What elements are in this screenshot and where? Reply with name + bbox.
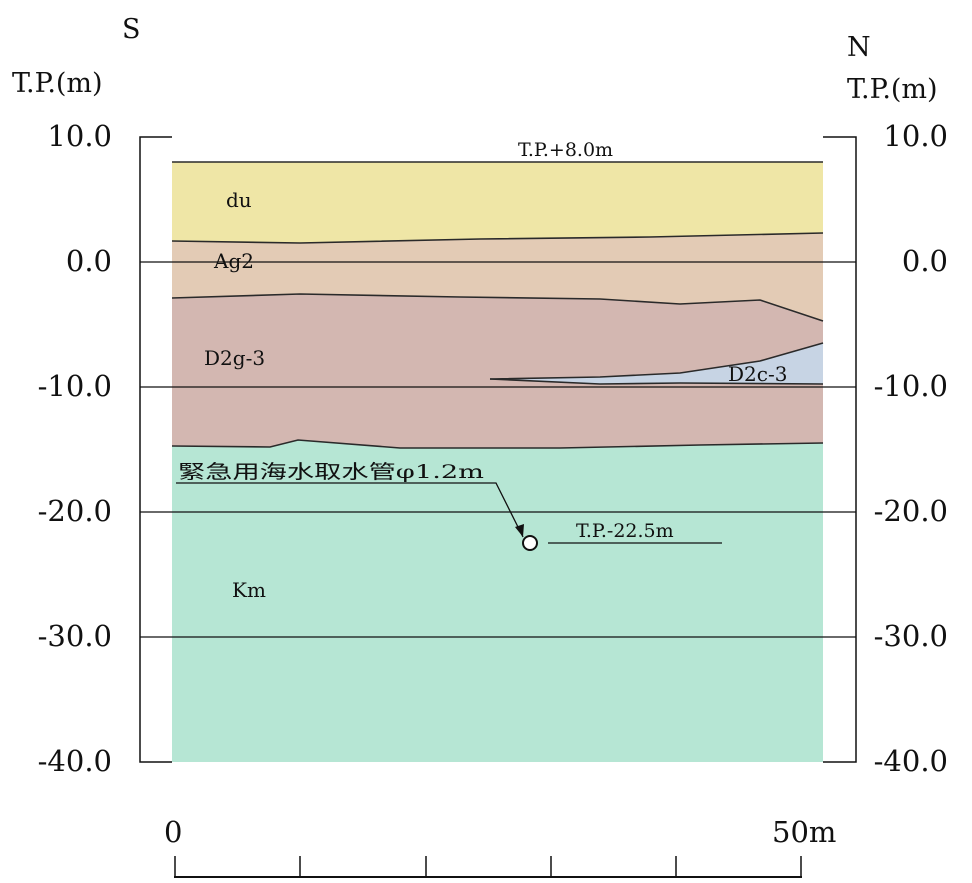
left-unit-label: T.P.(m) [12, 68, 103, 99]
pipe-elevation-label: T.P.-22.5m [576, 520, 674, 542]
layer-fills [172, 162, 823, 762]
scale-bar: 0 50m [164, 815, 836, 878]
scale-start-label: 0 [164, 815, 182, 849]
layer-du-label: du [226, 188, 252, 212]
boundary-d2c3-bottom [489, 378, 824, 385]
right-tick-0: 0.0 [902, 244, 948, 278]
layer-ag2-fill [172, 233, 823, 321]
right-unit-label: T.P.(m) [847, 74, 938, 105]
right-tick-minus10: -10.0 [874, 369, 948, 403]
right-tick-minus40: -40.0 [874, 744, 948, 778]
pipe-leader-arrowhead [515, 524, 524, 537]
left-direction-label: S [122, 14, 141, 45]
left-tick-minus30: -30.0 [38, 619, 112, 653]
layer-du-fill [172, 162, 823, 243]
pipe-circle [522, 535, 538, 551]
pipe-label: 緊急用海水取水管φ1.2m [178, 461, 484, 483]
boundary-d2g3-km [171, 439, 824, 449]
pipe-annotation: 緊急用海水取水管φ1.2m T.P.-22.5m [176, 461, 722, 551]
layer-labels: T.P.+8.0m du Ag2 D2g-3 D2c-3 Km [204, 139, 787, 602]
layer-d2c3-fill [490, 343, 823, 384]
layer-boundaries [171, 161, 824, 449]
left-axis: S T.P.(m) 10.0 0.0 -10.0 -20.0 -30.0 -40… [12, 14, 141, 778]
elevation-gridlines [140, 261, 856, 638]
right-tick-minus30: -30.0 [874, 619, 948, 653]
left-tick-minus10: -10.0 [38, 369, 112, 403]
right-tick-minus20: -20.0 [874, 494, 948, 528]
layer-km-label: Km [232, 578, 266, 602]
left-tick-10: 10.0 [47, 119, 112, 153]
right-bracket [823, 136, 857, 763]
layer-d2c3-label: D2c-3 [728, 362, 787, 386]
frame-brackets [139, 136, 857, 763]
layer-km-fill [172, 440, 823, 762]
left-tick-minus40: -40.0 [38, 744, 112, 778]
left-tick-minus20: -20.0 [38, 494, 112, 528]
pipe-leader-line [176, 482, 524, 538]
boundary-du-ag2 [171, 232, 824, 244]
right-axis: N T.P.(m) 10.0 0.0 -10.0 -20.0 -30.0 -40… [847, 32, 948, 778]
layer-ag2-label: Ag2 [213, 249, 254, 273]
boundary-d2c3-top [489, 342, 824, 380]
boundary-ag2-d2g3 [171, 293, 824, 322]
right-tick-10: 10.0 [883, 119, 948, 153]
right-direction-label: N [847, 32, 871, 63]
left-bracket [139, 136, 172, 763]
layer-d2g3-fill [172, 294, 823, 448]
ground-surface-label: T.P.+8.0m [518, 139, 613, 161]
layer-d2g3-label: D2g-3 [204, 346, 265, 370]
left-tick-0: 0.0 [66, 244, 112, 278]
scale-end-label: 50m [772, 815, 836, 849]
